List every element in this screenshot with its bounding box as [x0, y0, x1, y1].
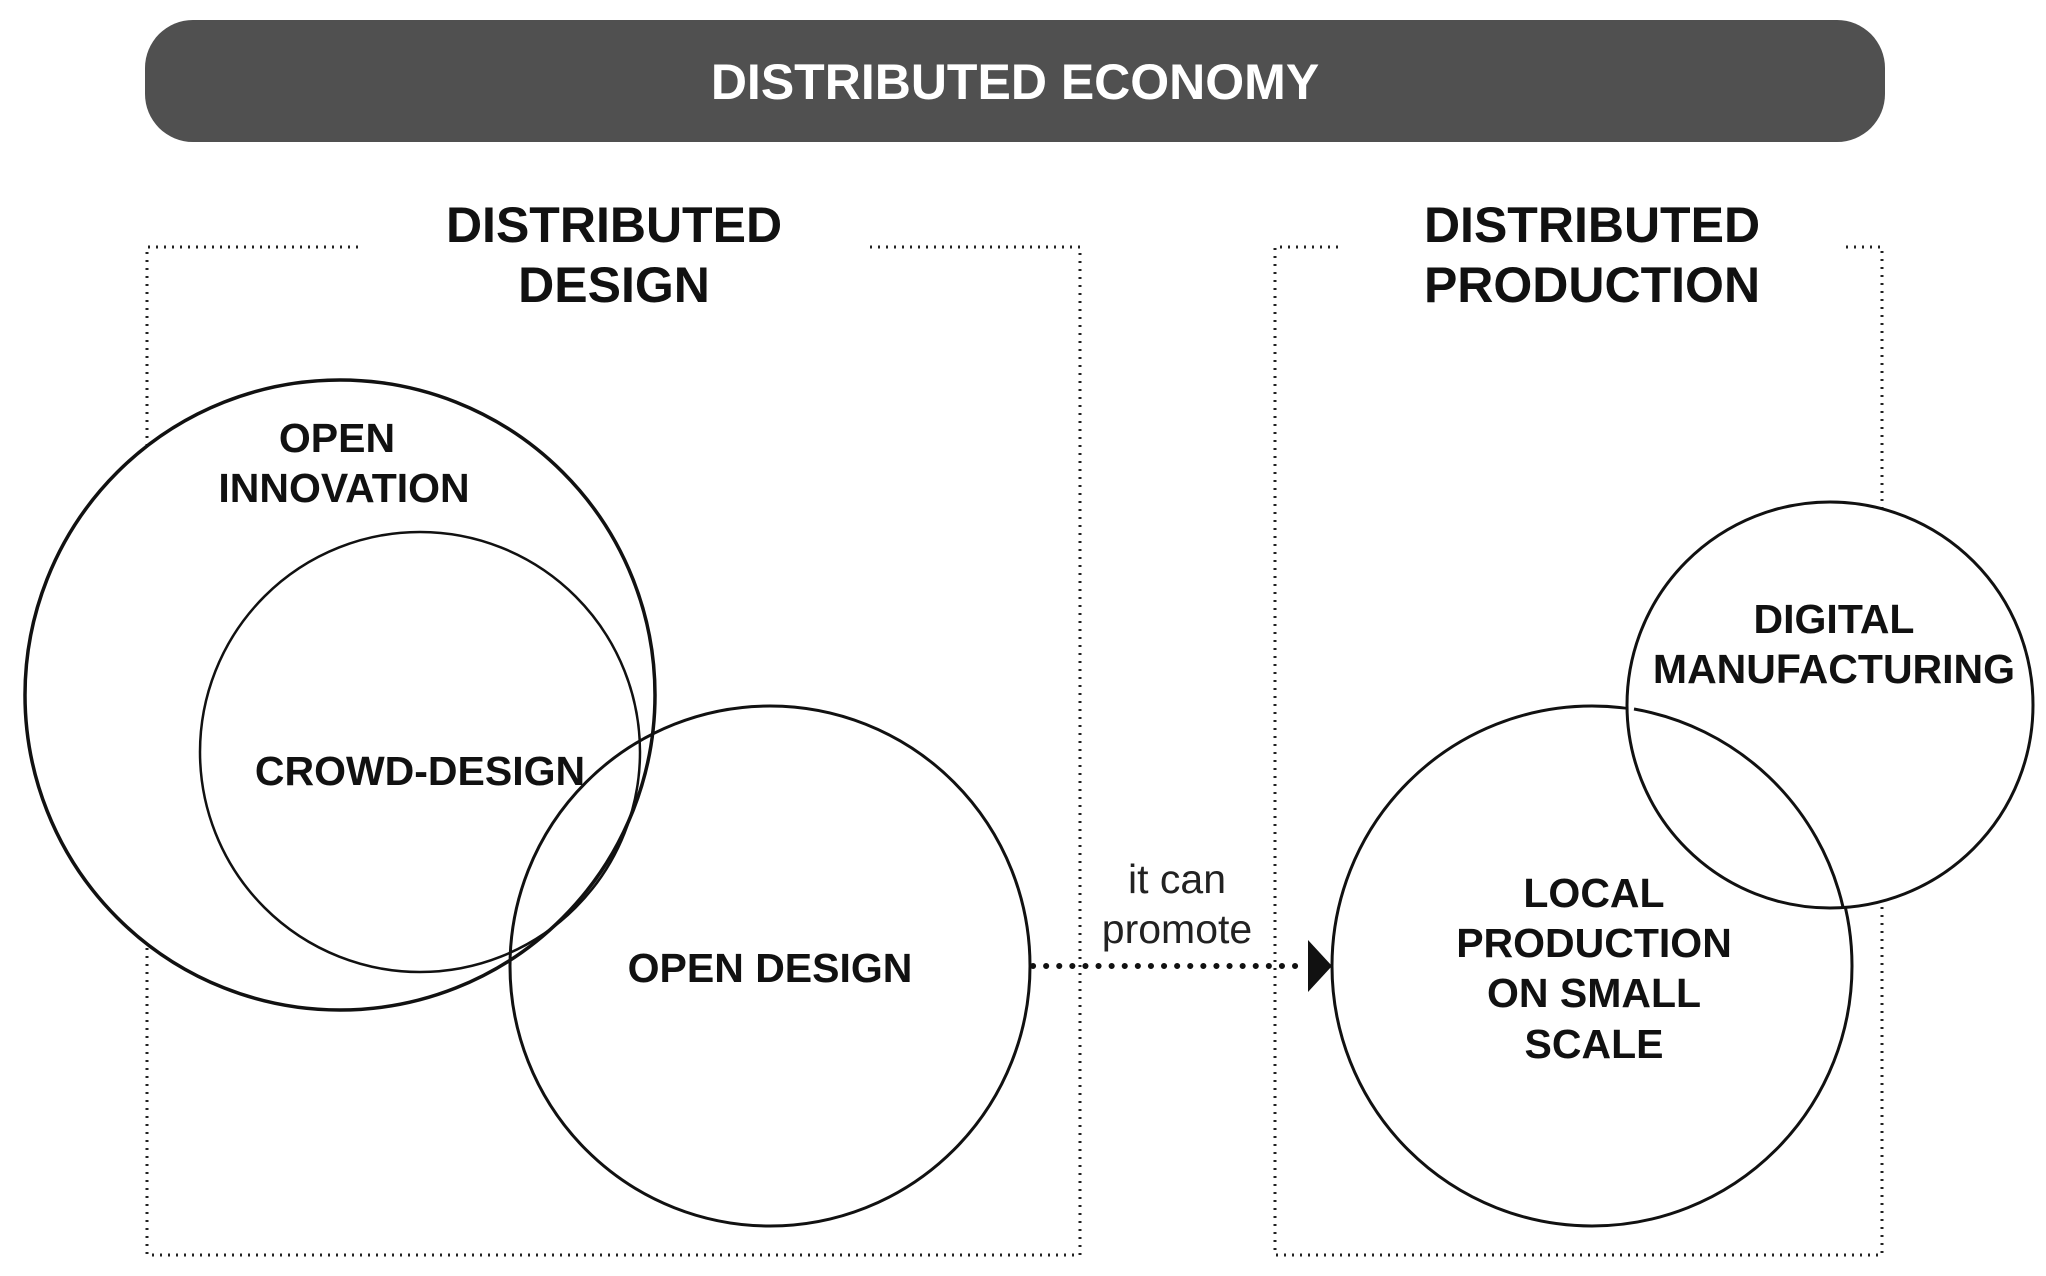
production-section-title-line1: DISTRIBUTED — [1424, 197, 1760, 253]
digital-manufacturing-label-line1: DIGITAL — [1754, 596, 1915, 642]
promote-arrowhead-icon — [1308, 940, 1332, 992]
banner-title: DISTRIBUTED ECONOMY — [711, 54, 1319, 110]
crowd-design-label: CROWD-DESIGN — [255, 748, 585, 794]
banner-background — [145, 20, 1885, 142]
design-section-title-line1: DISTRIBUTED — [446, 197, 782, 253]
digital-manufacturing-label-line2: MANUFACTURING — [1653, 646, 2015, 692]
local-production-label-line4: SCALE — [1525, 1021, 1664, 1067]
open-innovation-label-line2: INNOVATION — [218, 465, 469, 511]
design-section-title-line2: DESIGN — [518, 257, 710, 313]
promote-relation: it can promote — [1030, 856, 1332, 992]
economy-banner: DISTRIBUTED ECONOMY — [145, 20, 1885, 142]
open-innovation-label-line1: OPEN — [279, 415, 395, 461]
crowd-design-circle — [198, 530, 642, 974]
local-production-label-line2: PRODUCTION — [1456, 920, 1732, 966]
local-production-label-line3: ON SMALL — [1487, 970, 1701, 1016]
distributed-production-section: DISTRIBUTED PRODUCTION — [1273, 197, 1884, 1257]
promote-label-line2: promote — [1102, 906, 1252, 952]
distributed-design-section: DISTRIBUTED DESIGN — [145, 197, 1082, 1257]
local-production-overlap-arc — [1633, 707, 1845, 908]
open-innovation-circle — [23, 378, 657, 1012]
production-section-title-line2: PRODUCTION — [1424, 257, 1760, 313]
digital-manufacturing-circle — [1625, 500, 2035, 910]
promote-label-line1: it can — [1128, 856, 1226, 902]
open-design-label: OPEN DESIGN — [628, 945, 913, 991]
local-production-label-line1: LOCAL — [1523, 870, 1664, 916]
